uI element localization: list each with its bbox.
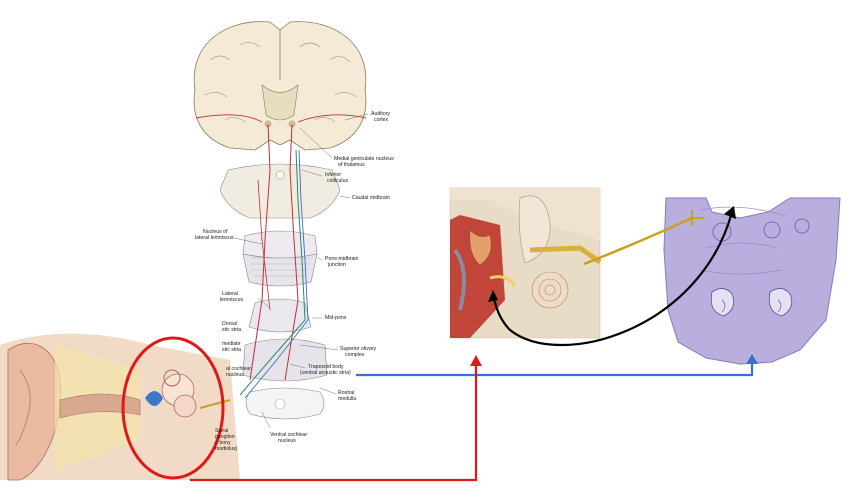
- label-mid-pons: Mid-pons: [325, 315, 347, 321]
- blue-arrow: [356, 354, 758, 377]
- label-leader-lines: [233, 113, 369, 429]
- inner-ear-panel: [449, 187, 602, 339]
- red-arrow: [190, 355, 482, 482]
- ascending-tracts: [239, 123, 309, 399]
- brainstem-slice-panel: [663, 197, 841, 365]
- gold-nerve-connector: [583, 210, 704, 266]
- black-curved-arrow: [488, 206, 736, 347]
- label-caudal-midbrain: Caudal midbrain: [352, 195, 390, 201]
- ear-illustration: [0, 333, 240, 481]
- brainstem-slices: [219, 163, 341, 420]
- red-highlight-circle: [121, 336, 225, 480]
- label-trapezoid-body: Trapezoid body(ventral acoustic stria): [300, 364, 351, 376]
- cerebrum-section: [193, 21, 367, 151]
